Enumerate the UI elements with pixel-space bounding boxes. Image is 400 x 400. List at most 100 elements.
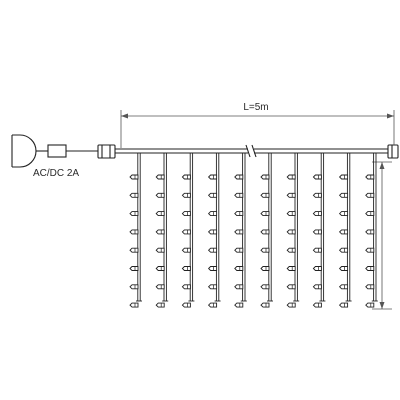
- light-strand: [312, 153, 326, 308]
- led-bulb-icon: [312, 284, 322, 290]
- led-bulb-icon: [338, 211, 349, 217]
- length-dimension: [120, 110, 395, 148]
- led-bulb-icon: [286, 192, 296, 198]
- led-bulb-icon: [365, 284, 375, 290]
- light-strand: [286, 153, 300, 308]
- led-bulb-icon: [207, 211, 218, 217]
- power-label: AC/DC 2A: [33, 168, 79, 179]
- led-bulb-icon: [181, 192, 191, 198]
- led-bulb-icon: [207, 266, 218, 271]
- led-bulb-icon: [234, 284, 244, 290]
- light-strand: [260, 153, 273, 308]
- led-bulb-icon: [260, 211, 270, 217]
- led-bulb-icon: [286, 266, 296, 271]
- led-bulb-icon: [207, 284, 218, 290]
- led-bulb-icon: [338, 247, 349, 253]
- led-bulb-icon: [260, 302, 270, 308]
- led-bulb-icon: [129, 211, 139, 217]
- led-bulb-icon: [312, 302, 322, 308]
- led-bulb-icon: [286, 174, 296, 180]
- led-bulb-icon: [181, 284, 191, 290]
- led-bulb-icon: [129, 247, 139, 253]
- light-strand: [234, 153, 247, 308]
- led-bulb-icon: [260, 266, 270, 271]
- light-strand: [207, 153, 221, 308]
- led-bulb-icon: [234, 302, 244, 308]
- led-bulb-icon: [234, 192, 244, 198]
- led-bulb-icon: [338, 284, 349, 290]
- wiring: [11, 134, 399, 168]
- led-bulb-icon: [338, 192, 349, 198]
- led-bulb-icon: [260, 174, 270, 180]
- led-bulb-icon: [312, 266, 322, 271]
- cable-break-icon: [245, 144, 257, 158]
- led-bulb-icon: [260, 284, 270, 290]
- power-adapter-icon: [11, 134, 37, 168]
- led-bulb-icon: [234, 229, 244, 235]
- led-bulb-icon: [129, 229, 139, 235]
- connector-plug-icon: [97, 144, 116, 159]
- led-bulb-icon: [181, 174, 191, 180]
- led-bulb-icon: [365, 247, 375, 253]
- led-bulb-icon: [181, 302, 191, 308]
- led-bulb-icon: [260, 229, 270, 235]
- led-bulb-icon: [234, 211, 244, 217]
- led-bulb-icon: [155, 192, 165, 198]
- led-bulb-icon: [286, 229, 296, 235]
- led-bulb-icon: [286, 211, 296, 217]
- led-bulb-icon: [155, 266, 165, 271]
- led-bulb-icon: [181, 229, 191, 235]
- led-bulb-icon: [365, 229, 375, 235]
- led-bulb-icon: [365, 211, 375, 217]
- led-bulb-icon: [338, 266, 349, 271]
- led-bulb-icon: [129, 192, 139, 198]
- led-bulb-icon: [129, 284, 139, 290]
- light-strand: [181, 153, 195, 308]
- led-bulb-icon: [155, 174, 165, 180]
- led-bulb-icon: [207, 192, 218, 198]
- led-bulb-icon: [207, 229, 218, 235]
- led-bulb-icon: [129, 174, 139, 180]
- led-bulb-icon: [155, 211, 165, 217]
- light-strand: [155, 153, 169, 308]
- led-bulb-icon: [338, 174, 349, 180]
- led-bulb-icon: [260, 247, 270, 253]
- led-bulb-icon: [234, 247, 244, 253]
- led-bulb-icon: [312, 211, 322, 217]
- led-bulb-icon: [181, 266, 191, 271]
- led-bulb-icon: [181, 247, 191, 253]
- led-bulb-icon: [312, 247, 322, 253]
- led-bulb-icon: [234, 266, 244, 271]
- led-bulb-icon: [129, 302, 139, 308]
- led-bulb-icon: [312, 192, 322, 198]
- led-bulb-icon: [365, 266, 375, 271]
- led-bulb-icon: [207, 302, 218, 308]
- led-bulb-icon: [312, 229, 322, 235]
- led-bulb-icon: [155, 302, 165, 308]
- end-connector-icon: [387, 144, 399, 159]
- led-bulb-icon: [286, 247, 296, 253]
- led-bulb-icon: [312, 174, 322, 180]
- led-bulb-icon: [234, 174, 244, 180]
- led-bulb-icon: [207, 174, 218, 180]
- led-bulb-icon: [260, 192, 270, 198]
- led-bulb-icon: [155, 247, 165, 253]
- led-bulb-icon: [365, 302, 375, 308]
- led-bulb-icon: [286, 284, 296, 290]
- led-bulb-icon: [207, 247, 218, 253]
- led-bulb-icon: [338, 229, 349, 235]
- light-strand: [129, 153, 142, 308]
- led-bulb-icon: [155, 284, 165, 290]
- led-bulb-icon: [338, 302, 349, 308]
- led-bulb-icon: [129, 266, 139, 271]
- led-bulb-icon: [155, 229, 165, 235]
- light-strand: [365, 153, 378, 308]
- transformer-box-icon: [47, 144, 67, 158]
- light-strands: [129, 153, 378, 308]
- led-bulb-icon: [181, 211, 191, 217]
- led-bulb-icon: [365, 174, 375, 180]
- length-label: L=5m: [243, 102, 268, 113]
- light-strand: [338, 153, 352, 308]
- height-dimension: [372, 161, 392, 310]
